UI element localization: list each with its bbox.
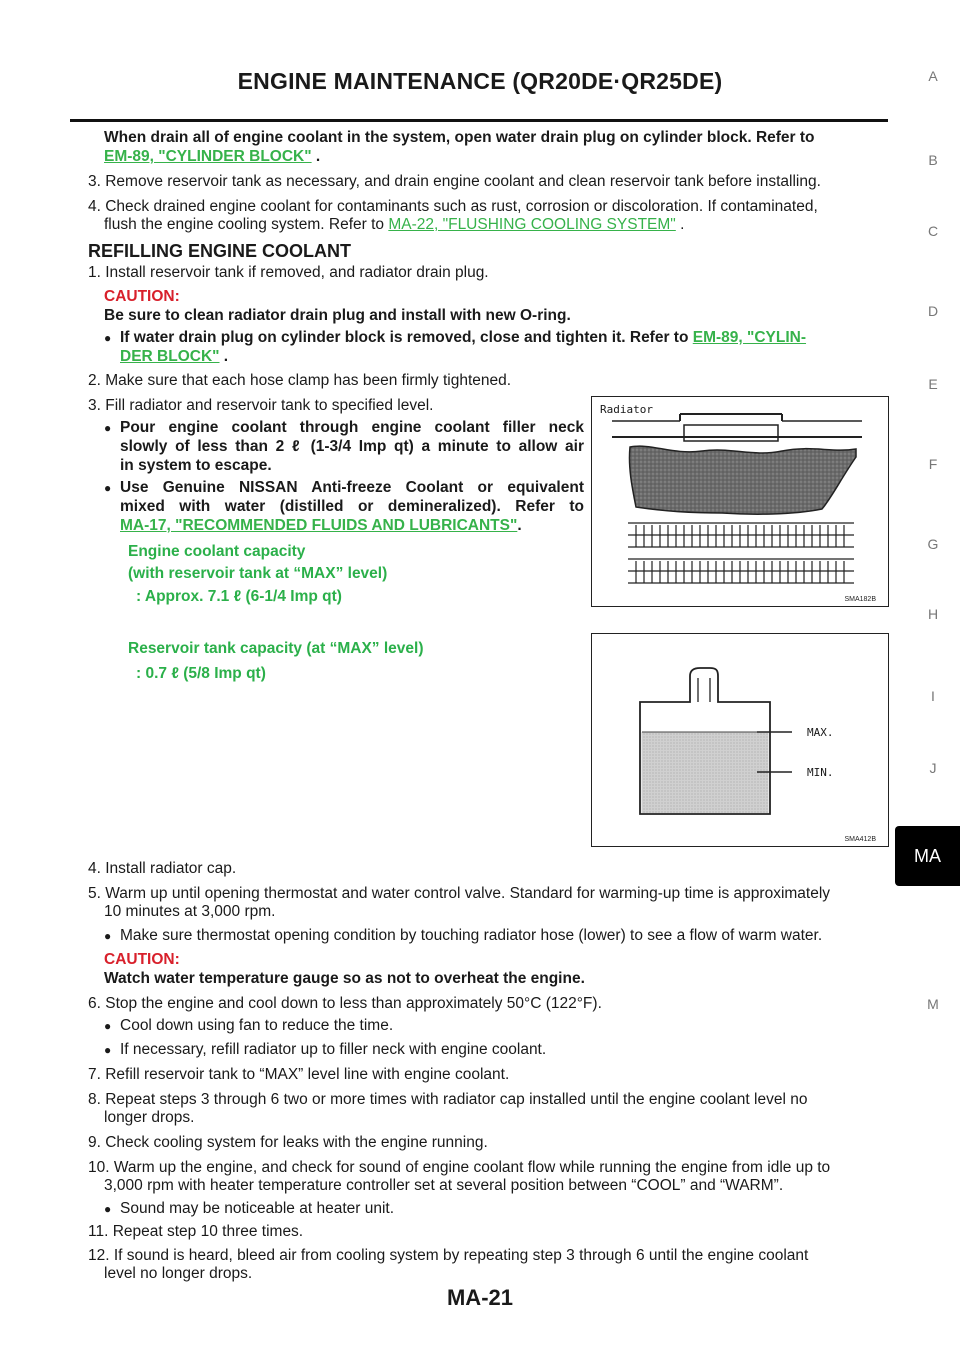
- reservoir-capacity-label: Reservoir tank capacity (at “MAX” level): [128, 640, 424, 657]
- bullet-pour-line-1: Pour engine coolant through engine coola…: [120, 419, 584, 436]
- refill-step-10-line-2: 3,000 rpm with heater temperature contro…: [104, 1177, 784, 1194]
- coolant-capacity-label-2: (with reservoir tank at “MAX” level): [128, 565, 388, 582]
- index-letter-c[interactable]: C: [927, 223, 939, 239]
- figure-code-sma412b: SMA412B: [844, 836, 876, 843]
- link-em89-cylin[interactable]: EM-89, "CYLIN-: [692, 329, 807, 346]
- index-letter-m[interactable]: M: [927, 996, 939, 1012]
- refill-step-8: 8. Repeat steps 3 through 6 two or more …: [88, 1091, 808, 1108]
- bullet-drain-plug-text: If water drain plug on cylinder block is…: [120, 329, 693, 346]
- index-letter-d[interactable]: D: [927, 303, 939, 319]
- bullet-icon: ●: [104, 1043, 112, 1057]
- index-letter-j[interactable]: J: [929, 760, 937, 776]
- link-ma22-flushing[interactable]: MA-22, "FLUSHING COOLING SYSTEM": [388, 216, 676, 233]
- bullet-pour-line-2: slowly of less than 2 ℓ (1-3/4 Imp qt) a…: [120, 438, 584, 455]
- header-divider: [70, 119, 888, 122]
- reservoir-tank-figure: MAX. MIN. SMA412B: [591, 633, 889, 847]
- bullet-refill-radiator: If necessary, refill radiator up to fill…: [120, 1041, 547, 1058]
- index-letter-e[interactable]: E: [928, 376, 938, 392]
- section-heading-refilling: REFILLING ENGINE COOLANT: [88, 241, 351, 261]
- refill-step-10: 10. Warm up the engine, and check for so…: [88, 1159, 831, 1176]
- bullet-thermostat-check: Make sure thermostat opening condition b…: [120, 927, 823, 944]
- radiator-illustration: [612, 413, 862, 584]
- section-index-sidebar: A B C D E F G H I J K M: [906, 0, 960, 1358]
- refill-step-8-line-2: longer drops.: [104, 1109, 195, 1126]
- refill-step-2: 2. Make sure that each hose clamp has be…: [88, 372, 512, 389]
- step-4-check-coolant: 4. Check drained engine coolant for cont…: [88, 198, 818, 215]
- index-letter-a[interactable]: A: [928, 68, 938, 84]
- index-letter-b[interactable]: B: [928, 152, 938, 168]
- bullet-genuine-line-2: mixed with water (distilled or demineral…: [120, 498, 584, 515]
- refill-step-11: 11. Repeat step 10 three times.: [88, 1223, 304, 1240]
- refill-step-9: 9. Check cooling system for leaks with t…: [88, 1134, 488, 1151]
- refill-step-4: 4. Install radiator cap.: [88, 860, 237, 877]
- coolant-capacity-label: Engine coolant capacity: [128, 543, 306, 560]
- figure-code-sma182b: SMA182B: [844, 596, 876, 603]
- bullet-cool-down: Cool down using fan to reduce the time.: [120, 1017, 394, 1034]
- page-number: MA-21: [446, 1285, 513, 1310]
- index-letter-g[interactable]: G: [927, 536, 939, 552]
- link-em89-cylinder-block[interactable]: EM-89, "CYLINDER BLOCK": [104, 148, 312, 165]
- max-level-label: MAX.: [807, 726, 834, 739]
- bullet-drain-plug-tail: .: [219, 348, 229, 365]
- bullet-icon: ●: [104, 1019, 112, 1033]
- drain-note-tail: .: [311, 148, 321, 165]
- index-letter-f[interactable]: F: [928, 456, 938, 472]
- refill-step-12-line-2: level no longer drops.: [104, 1265, 253, 1282]
- bullet-genuine-line-1: Use Genuine NISSAN Anti-freeze Coolant o…: [120, 479, 584, 496]
- radiator-figure: Radiator SMA182B: [591, 396, 889, 607]
- active-section-tab-ma[interactable]: MA: [895, 826, 960, 886]
- bullet-icon: ●: [104, 929, 112, 943]
- step-4-tail: .: [675, 216, 685, 233]
- bullet-pour-line-3: in system to escape.: [120, 457, 272, 474]
- bullet-genuine-tail: .: [517, 517, 522, 534]
- refill-step-5: 5. Warm up until opening thermostat and …: [88, 885, 831, 902]
- caution-label-1: CAUTION:: [104, 288, 180, 305]
- refill-step-3: 3. Fill radiator and reservoir tank to s…: [88, 397, 434, 414]
- index-letter-h[interactable]: H: [927, 606, 939, 622]
- radiator-label: Radiator: [600, 403, 653, 416]
- refill-step-7: 7. Refill reservoir tank to “MAX” level …: [88, 1066, 510, 1083]
- min-level-label: MIN.: [807, 766, 834, 779]
- link-der-block[interactable]: DER BLOCK": [120, 348, 220, 365]
- step-3-remove-reservoir: 3. Remove reservoir tank as necessary, a…: [88, 173, 821, 190]
- bullet-icon: ●: [104, 421, 112, 435]
- refill-step-1: 1. Install reservoir tank if removed, an…: [88, 264, 489, 281]
- bullet-icon: ●: [104, 481, 112, 495]
- bullet-icon: ●: [104, 1202, 112, 1216]
- refill-step-6: 6. Stop the engine and cool down to less…: [88, 995, 602, 1012]
- reservoir-tank-illustration: [639, 667, 792, 815]
- link-ma17-recommended-fluids[interactable]: MA-17, "RECOMMENDED FLUIDS AND LUBRICANT…: [120, 517, 518, 534]
- coolant-capacity-value: : Approx. 7.1 ℓ (6-1/4 Imp qt): [136, 588, 342, 605]
- page-header-title: ENGINE MAINTENANCE (QR20DE·QR25DE): [237, 68, 723, 94]
- index-letter-i[interactable]: I: [931, 688, 935, 704]
- drain-note-line: When drain all of engine coolant in the …: [104, 129, 815, 146]
- bullet-heater-sound: Sound may be noticeable at heater unit.: [120, 1200, 395, 1217]
- caution-label-2: CAUTION:: [104, 951, 180, 968]
- caution-text-1: Be sure to clean radiator drain plug and…: [104, 307, 571, 324]
- step-4-flush-text: flush the engine cooling system. Refer t…: [104, 216, 389, 233]
- refill-step-12: 12. If sound is heard, bleed air from co…: [88, 1247, 809, 1264]
- refill-step-5-line-2: 10 minutes at 3,000 rpm.: [104, 903, 276, 920]
- bullet-icon: ●: [104, 331, 112, 345]
- reservoir-capacity-value: : 0.7 ℓ (5/8 Imp qt): [136, 665, 266, 682]
- caution-text-2: Watch water temperature gauge so as not …: [104, 970, 585, 987]
